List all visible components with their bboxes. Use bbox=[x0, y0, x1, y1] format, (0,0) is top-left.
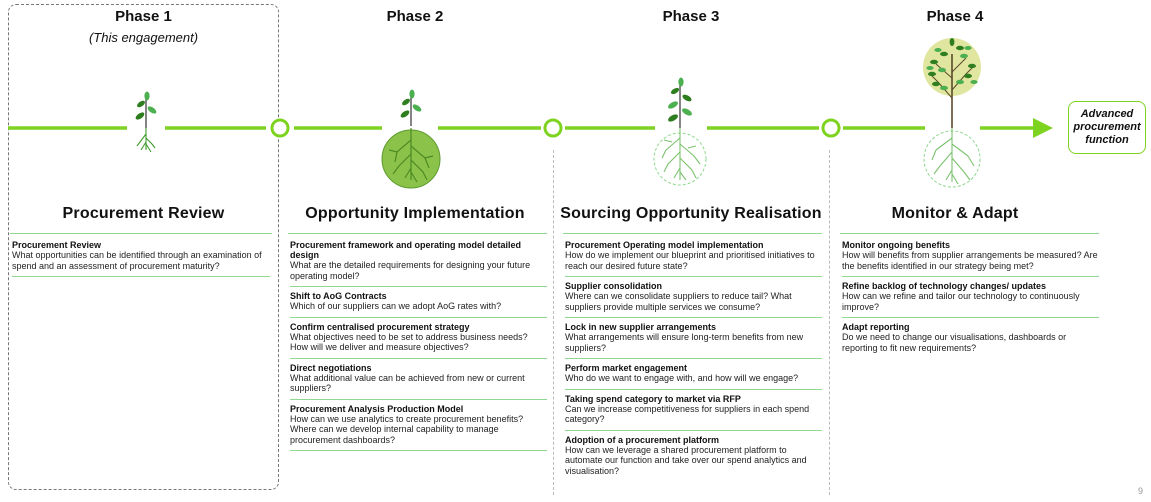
column-title-sourcing-opportunity-realisation: Sourcing Opportunity Realisation bbox=[560, 205, 822, 222]
column-title-procurement-review: Procurement Review bbox=[62, 205, 225, 222]
phase-3-heading: Phase 3 bbox=[662, 8, 720, 25]
phase-4-heading: Phase 4 bbox=[926, 8, 984, 25]
item-desc: How can we refine and tailor our technol… bbox=[842, 291, 1080, 312]
phase-2-heading: Phase 2 bbox=[386, 8, 444, 25]
column-monitor-adapt: Monitor ongoing benefits How will benefi… bbox=[842, 236, 1099, 358]
item-desc: Do we need to change our visualisations,… bbox=[842, 332, 1067, 353]
list-item: Procurement Operating model implementati… bbox=[565, 236, 822, 277]
item-title: Lock in new supplier arrangements bbox=[565, 322, 717, 332]
item-desc: What additional value can be achieved fr… bbox=[290, 372, 525, 394]
item-title: Monitor ongoing benefits bbox=[842, 240, 950, 250]
item-title: Procurement Review bbox=[12, 240, 102, 250]
page-number: 9 bbox=[1137, 486, 1143, 496]
item-desc: Where can we consolidate suppliers to re… bbox=[565, 291, 792, 312]
item-title: Shift to AoG Contracts bbox=[290, 291, 387, 301]
list-item: Confirm centralised procurement strategy… bbox=[290, 318, 547, 359]
list-item: Direct negotiations What additional valu… bbox=[290, 359, 547, 400]
list-item: Adoption of a procurement platform How c… bbox=[565, 431, 822, 482]
list-item: Procurement framework and operating mode… bbox=[290, 236, 547, 287]
column-rule bbox=[288, 233, 547, 234]
phase-1-subtitle: (This engagement) bbox=[88, 30, 199, 45]
item-title: Procurement Analysis Production Model bbox=[290, 403, 464, 414]
advanced-procurement-box: Advanced procurement function bbox=[1068, 101, 1146, 154]
list-item: Shift to AoG Contracts Which of our supp… bbox=[290, 287, 547, 318]
item-desc: What opportunities can be identified thr… bbox=[12, 250, 262, 271]
item-desc: How do we implement our blueprint and pr… bbox=[565, 250, 815, 271]
list-item: Taking spend category to market via RFP … bbox=[565, 390, 822, 431]
item-title: Adapt reporting bbox=[842, 322, 910, 332]
item-desc: What are the detailed requirements for d… bbox=[290, 260, 531, 281]
list-item: Perform market engagement Who do we want… bbox=[565, 359, 822, 390]
item-desc: Can we increase competitiveness for supp… bbox=[565, 403, 810, 425]
list-item: Procurement Review What opportunities ca… bbox=[12, 236, 270, 277]
item-desc: How can we use analytics to create procu… bbox=[290, 413, 524, 445]
item-title: Procurement Operating model implementati… bbox=[565, 240, 764, 250]
column-separator bbox=[553, 150, 554, 495]
column-procurement-review: Procurement Review What opportunities ca… bbox=[12, 236, 270, 277]
item-title: Refine backlog of technology changes/ up… bbox=[842, 281, 1047, 291]
phase1-highlight-box bbox=[8, 4, 279, 490]
item-desc: How can we leverage a shared procurement… bbox=[565, 444, 807, 476]
column-opportunity-implementation: Procurement framework and operating mode… bbox=[290, 236, 547, 451]
list-item: Procurement Analysis Production Model Ho… bbox=[290, 400, 547, 451]
column-sourcing-opportunity-realisation: Procurement Operating model implementati… bbox=[565, 236, 822, 481]
list-item: Refine backlog of technology changes/ up… bbox=[842, 277, 1099, 318]
phase-1-heading: Phase 1 bbox=[115, 8, 172, 25]
item-title: Procurement framework and operating mode… bbox=[290, 240, 522, 260]
column-title-opportunity-implementation: Opportunity Implementation bbox=[305, 205, 525, 222]
end-label: Advanced procurement function bbox=[1073, 108, 1141, 146]
item-title: Confirm centralised procurement strategy bbox=[290, 321, 470, 332]
item-title: Adoption of a procurement platform bbox=[565, 434, 719, 445]
timeline-graphic bbox=[8, 38, 1053, 189]
column-title-monitor-adapt: Monitor & Adapt bbox=[891, 205, 1019, 222]
item-desc: What objectives need to be set to addres… bbox=[290, 331, 528, 353]
item-title: Supplier consolidation bbox=[565, 281, 663, 291]
list-item: Supplier consolidation Where can we cons… bbox=[565, 277, 822, 318]
item-title: Taking spend category to market via RFP bbox=[565, 393, 741, 404]
item-desc: How will benefits from supplier arrangem… bbox=[842, 250, 1098, 271]
column-separator bbox=[829, 150, 830, 495]
column-rule bbox=[563, 233, 822, 234]
list-item: Lock in new supplier arrangements What a… bbox=[565, 318, 822, 359]
item-desc: Who do we want to engage with, and how w… bbox=[565, 373, 799, 383]
item-desc: Which of our suppliers can we adopt AoG … bbox=[290, 301, 502, 311]
item-desc: What arrangements will ensure long-term … bbox=[565, 332, 804, 353]
item-title: Direct negotiations bbox=[290, 362, 372, 373]
list-item: Monitor ongoing benefits How will benefi… bbox=[842, 236, 1099, 277]
list-item: Adapt reporting Do we need to change our… bbox=[842, 318, 1099, 358]
item-title: Perform market engagement bbox=[565, 363, 688, 373]
column-rule bbox=[840, 233, 1099, 234]
column-rule bbox=[10, 233, 272, 234]
